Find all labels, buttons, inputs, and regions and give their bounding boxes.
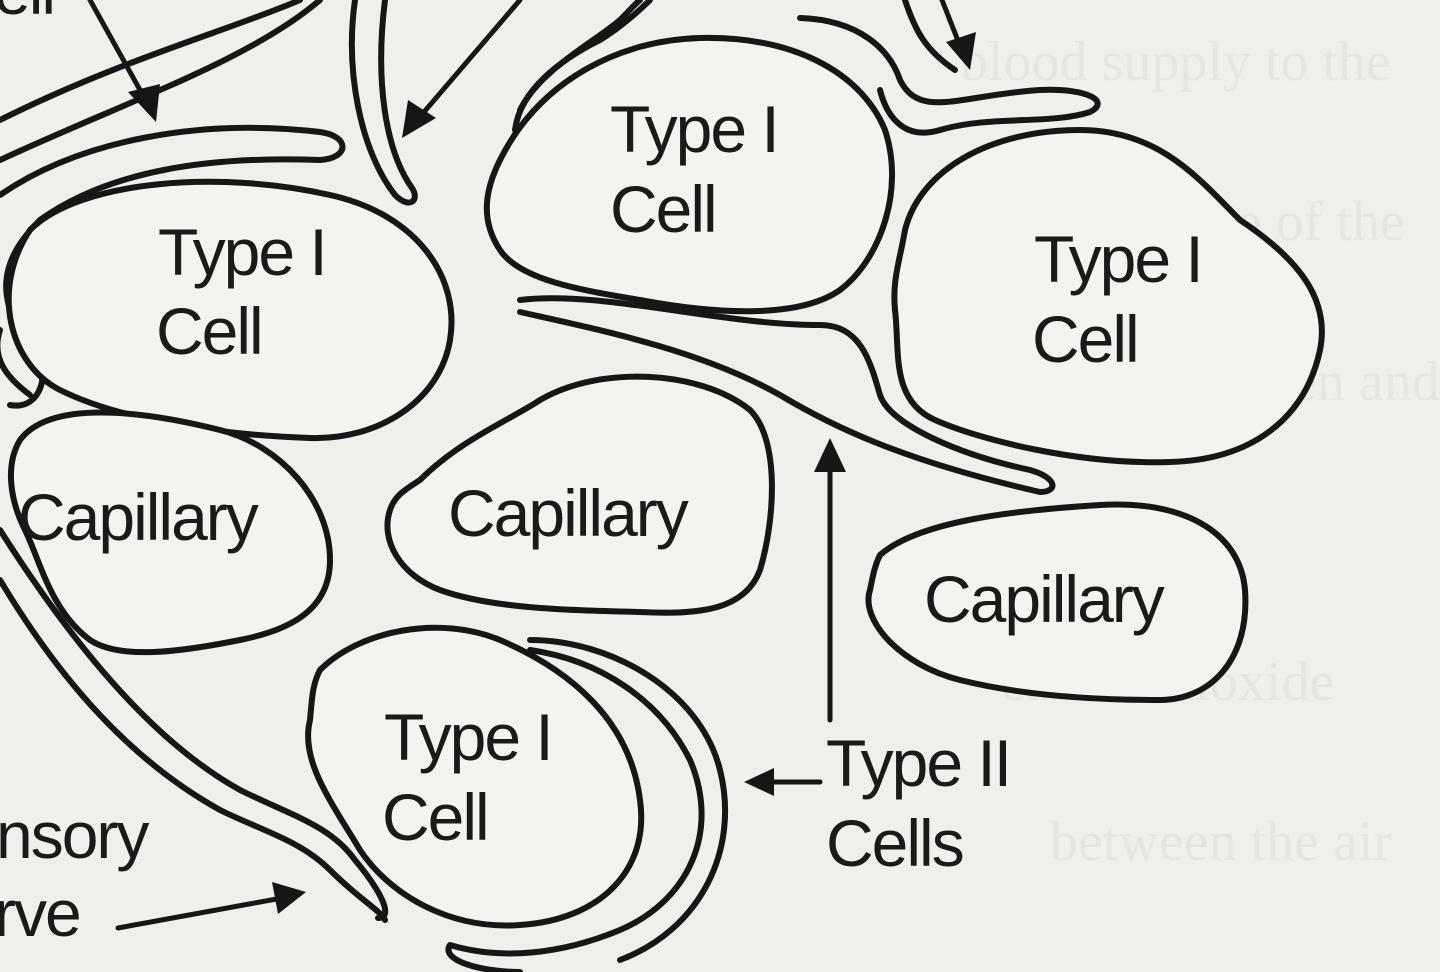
capillary-b-outline	[384, 373, 775, 616]
membrane-middle-band-upper	[517, 295, 1056, 495]
capillary-a-label: Capillary	[18, 480, 259, 554]
arrow-nerve-head	[272, 882, 306, 914]
type1-cell-b-label-line1: Type I	[610, 92, 778, 166]
membrane-top-right-strand	[902, 0, 958, 73]
capillary-c-outline	[865, 501, 1249, 703]
type2-cells-label-line1: Type II	[826, 726, 1010, 800]
sensory-nerve-label-line1: nsory	[0, 798, 149, 872]
top-left-fragment-label: ell	[0, 0, 54, 28]
capillary-a-outline	[7, 409, 333, 656]
arrow-top-right-head	[946, 32, 976, 70]
arrow-type2-left-head	[744, 768, 774, 796]
membrane-band-a-top	[0, 124, 346, 223]
membrane-top-right-band	[797, 15, 1101, 136]
membrane-crescent-outer	[445, 647, 705, 972]
arrow-type2-up-head	[814, 438, 846, 472]
arrow-top-mid-line	[409, 0, 523, 129]
type1-cell-b-label-line2: Cell	[610, 172, 716, 246]
membrane-vertical-tube-left	[348, 0, 418, 206]
cells	[5, 34, 1325, 929]
membrane-top-left-outer	[0, 0, 303, 123]
type1-cell-a-outline	[5, 178, 455, 442]
arrows	[87, 0, 976, 931]
type1-cell-d-label-line2: Cell	[382, 780, 488, 854]
type1-cell-a-label-line2: Cell	[156, 294, 262, 368]
type2-cells-label-line2: Cells	[826, 806, 963, 880]
type1-cell-c-outline	[891, 127, 1325, 466]
sensory-nerve-label-line2: rve	[0, 876, 80, 950]
type1-cell-c-label-line2: Cell	[1032, 302, 1138, 376]
capillary-c-label: Capillary	[924, 562, 1165, 636]
type1-cell-a-label-line1: Type I	[158, 215, 326, 289]
membrane-left-long-outer	[0, 577, 388, 923]
type1-cell-d-label-line1: Type I	[384, 700, 552, 774]
type1-cell-b-outline	[483, 34, 895, 315]
membranes	[0, 0, 1101, 972]
arrow-top-left-head	[128, 84, 160, 122]
type1-cell-c-label-line1: Type I	[1034, 222, 1202, 296]
labels: ell Type I Cell Type I Cell Type I Cell …	[0, 0, 1204, 950]
arrow-top-mid-head	[402, 100, 436, 138]
capillary-b-label: Capillary	[448, 476, 689, 550]
membrane-top-tube-inner	[517, 0, 643, 113]
membrane-crescent-inner	[527, 637, 729, 963]
membrane-top-left-inner	[0, 0, 323, 163]
arrow-nerve-line	[115, 895, 285, 931]
svg-text:between the air: between the air	[1050, 811, 1392, 873]
membrane-middle-band-lower	[517, 309, 1043, 495]
membrane-left-long-inner	[0, 527, 389, 921]
svg-text:blood supply to the: blood supply to the	[960, 31, 1391, 93]
type1-cell-d-outline	[305, 624, 645, 929]
membrane-left-wrap-outer	[0, 327, 33, 398]
